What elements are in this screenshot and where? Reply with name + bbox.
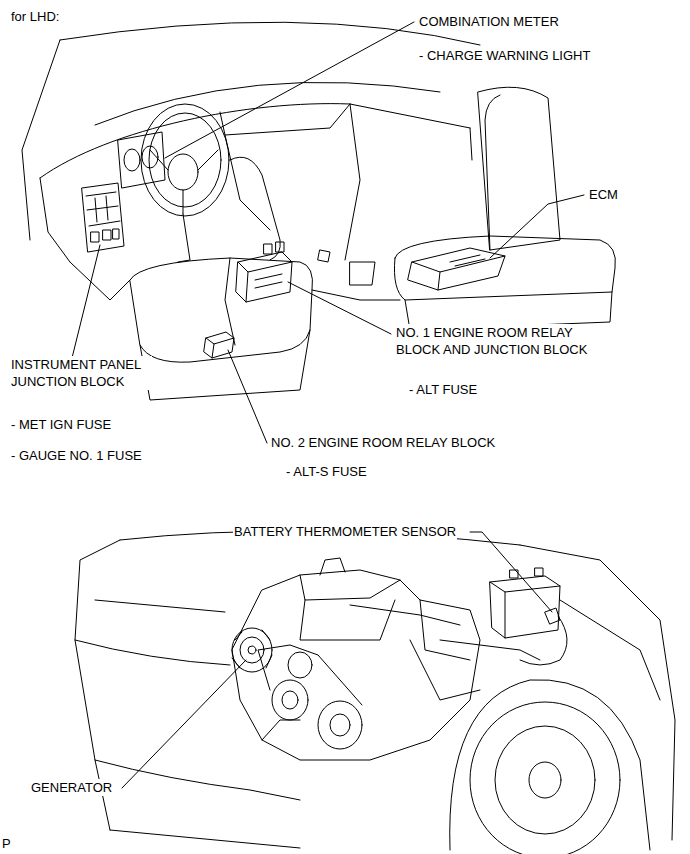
part-label: - ALT FUSE xyxy=(408,381,478,398)
part-label: P xyxy=(1,835,12,852)
leader-lines xyxy=(72,22,584,788)
part-label: GENERATOR xyxy=(30,779,113,796)
part-label: COMBINATION METER xyxy=(418,13,560,30)
part-label: - ALT-S FUSE xyxy=(285,463,368,480)
part-label: INSTRUMENT PANEL JUNCTION BLOCK xyxy=(10,356,152,390)
part-label: - CHARGE WARNING LIGHT xyxy=(418,47,591,64)
vehicle-front xyxy=(75,531,675,854)
part-label: NO. 1 ENGINE ROOM RELAY BLOCK AND JUNCTI… xyxy=(395,324,609,358)
part-label: BATTERY THERMOMETER SENSOR xyxy=(233,523,457,540)
part-label: - MET IGN FUSE xyxy=(10,416,112,433)
part-label: NO. 2 ENGINE ROOM RELAY BLOCK xyxy=(270,434,496,451)
cabin-interior xyxy=(22,22,615,400)
part-label: ECM xyxy=(588,186,619,203)
page-title: for LHD: xyxy=(10,8,60,25)
part-label: - GAUGE NO. 1 FUSE xyxy=(10,447,143,464)
